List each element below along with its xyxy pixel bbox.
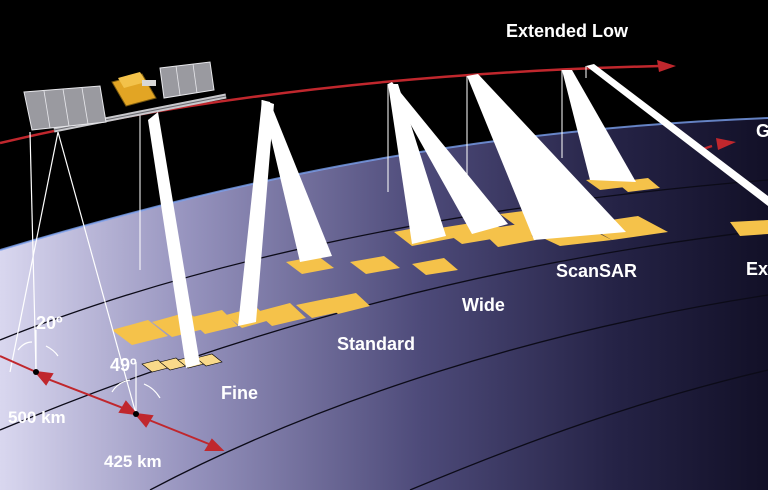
orbit-label-cut: G bbox=[756, 121, 768, 141]
radar-beams bbox=[148, 64, 768, 368]
footprints-fine bbox=[141, 353, 223, 373]
beam-mode-standard-label: Standard bbox=[337, 334, 416, 354]
incidence-angle-max: 49º bbox=[110, 355, 137, 375]
swath-distance-near: 500 km bbox=[8, 408, 66, 427]
beam-wide-2 bbox=[388, 82, 508, 234]
beam-mode-wide-label: Wide bbox=[462, 295, 505, 315]
earth-grid-lines bbox=[0, 179, 768, 490]
solar-panel-left bbox=[23, 85, 107, 131]
beam-scansar-1 bbox=[467, 74, 626, 240]
satellite bbox=[23, 61, 227, 133]
distance-arrows bbox=[0, 355, 225, 451]
solar-panel-right bbox=[159, 61, 215, 99]
beam-extended bbox=[586, 64, 768, 206]
swath-distance-far: 425 km bbox=[104, 452, 162, 471]
atmosphere-limb bbox=[0, 117, 768, 251]
incidence-angle-min: 20º bbox=[36, 313, 63, 333]
beam-wide-1 bbox=[388, 84, 446, 244]
beam-mode-scansar-label: ScanSAR bbox=[556, 261, 638, 281]
beam-scansar-2 bbox=[562, 70, 636, 182]
beam-standard-1 bbox=[238, 100, 274, 326]
beam-standard-2 bbox=[262, 100, 332, 262]
orbit-label-extended-low: Extended Low bbox=[506, 21, 629, 41]
ground-points bbox=[33, 369, 139, 417]
orbit-arrow-head-second bbox=[716, 138, 736, 150]
incidence-geometry bbox=[9, 131, 161, 415]
earth-surface bbox=[0, 118, 768, 490]
beam-mode-fine-label: Fine bbox=[221, 383, 259, 403]
beam-fine bbox=[148, 112, 200, 368]
beam-mode-extended-label: Ex bbox=[746, 259, 768, 279]
orbit-arrow-head bbox=[657, 60, 676, 72]
